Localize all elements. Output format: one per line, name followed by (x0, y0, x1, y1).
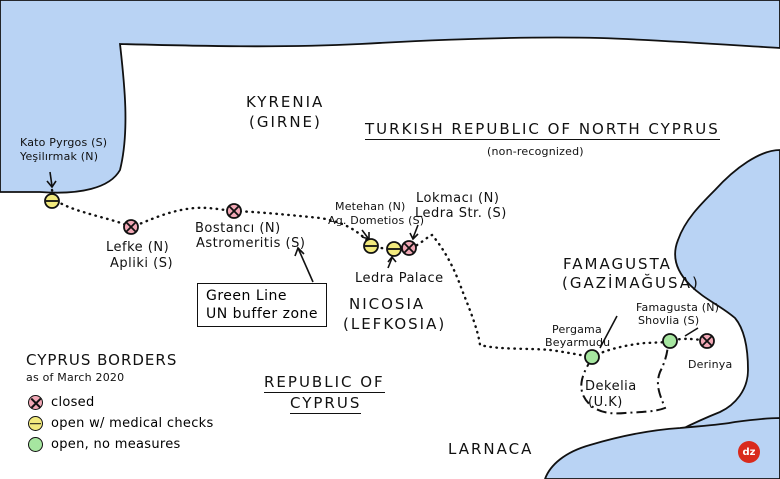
author-logo-badge: dz (738, 441, 760, 463)
legend-item-medical: open w/ medical checks (28, 416, 214, 431)
bostanci-label-2: Astromeritis (S) (196, 236, 306, 251)
dekelia-enclave (580, 341, 669, 415)
crossing-marker-lokmaci[interactable] (401, 240, 417, 256)
north-region-note: (non-recognized) (487, 145, 584, 158)
medical-check-symbol-icon (28, 416, 43, 431)
bostanci-label-1: Bostancı (N) (195, 221, 281, 236)
legend-subtitle: as of March 2020 (26, 371, 125, 384)
crossing-marker-lefke[interactable] (123, 219, 139, 235)
green-line-callout-line-2: UN buffer zone (206, 306, 319, 322)
famagusta-alt-label: (GAZİMAĞUSA) (562, 274, 700, 292)
legend-item-open: open, no measures (28, 437, 181, 452)
nicosia-alt-label: (LEFKOSIA) (343, 315, 447, 333)
legend-title: CYPRUS BORDERS (26, 351, 178, 369)
legend-item-medical-label: open w/ medical checks (51, 416, 214, 431)
crossing-marker-famagusta-shovlia[interactable] (662, 333, 678, 349)
kato-pyrgos-label-1: Kato Pyrgos (S) (20, 136, 108, 149)
legend-item-closed-label: closed (51, 395, 95, 410)
kyrenia-label: KYRENIA (246, 93, 325, 111)
derinya-label: Derinya (688, 358, 733, 371)
dekelia-label-1: Dekelia (585, 379, 637, 394)
famagusta-crossing-label-1: Famagusta (N) (636, 301, 720, 314)
closed-symbol-icon (28, 395, 43, 410)
famagusta-crossing-label-2: Shovlia (S) (638, 314, 700, 327)
famagusta-label: FAMAGUSTA (563, 255, 672, 273)
crossing-marker-bostanci[interactable] (226, 203, 242, 219)
crossing-marker-pergama[interactable] (584, 349, 600, 365)
south-region-title-2: CYPRUS (290, 394, 362, 414)
lokmaci-label-1: Lokmacı (N) (416, 191, 500, 206)
kyrenia-alt-label: (GIRNE) (249, 113, 322, 131)
open-symbol-icon (28, 437, 43, 452)
metehan-label-1: Metehan (N) (335, 200, 406, 213)
sea-north (0, 0, 780, 194)
crossing-marker-metehan[interactable] (363, 238, 379, 254)
pergama-label-2: Beyarmudu (545, 336, 611, 349)
kato-pyrgos-label-2: Yeşilırmak (N) (20, 150, 99, 163)
pergama-label-1: Pergama (552, 323, 602, 336)
legend-item-open-label: open, no measures (51, 437, 181, 452)
metehan-label-2: Ag. Dometios (S) (328, 214, 425, 227)
sea-south (544, 417, 780, 479)
north-region-title: TURKISH REPUBLIC OF NORTH CYPRUS (365, 120, 720, 140)
legend-item-closed: closed (28, 395, 95, 410)
lefke-label-1: Lefke (N) (106, 240, 170, 255)
dekelia-label-2: (U.K) (588, 395, 623, 410)
lefke-label-2: Apliki (S) (110, 256, 174, 271)
lokmaci-label-2: Ledra Str. (S) (415, 206, 507, 221)
sea-east (674, 149, 780, 431)
crossing-marker-ledra-palace[interactable] (386, 241, 402, 257)
ledra-palace-label: Ledra Palace (355, 271, 444, 286)
nicosia-label: NICOSIA (349, 295, 426, 313)
pointer-arrows (46, 171, 699, 349)
green-line-callout: Green Line UN buffer zone (197, 283, 328, 327)
green-line-callout-line-1: Green Line (206, 288, 288, 304)
larnaca-label: LARNACA (448, 440, 534, 458)
south-region-title-1: REPUBLIC OF (264, 373, 385, 393)
crossing-marker-derinya[interactable] (699, 333, 715, 349)
crossing-marker-kato-pyrgos[interactable] (44, 193, 60, 209)
